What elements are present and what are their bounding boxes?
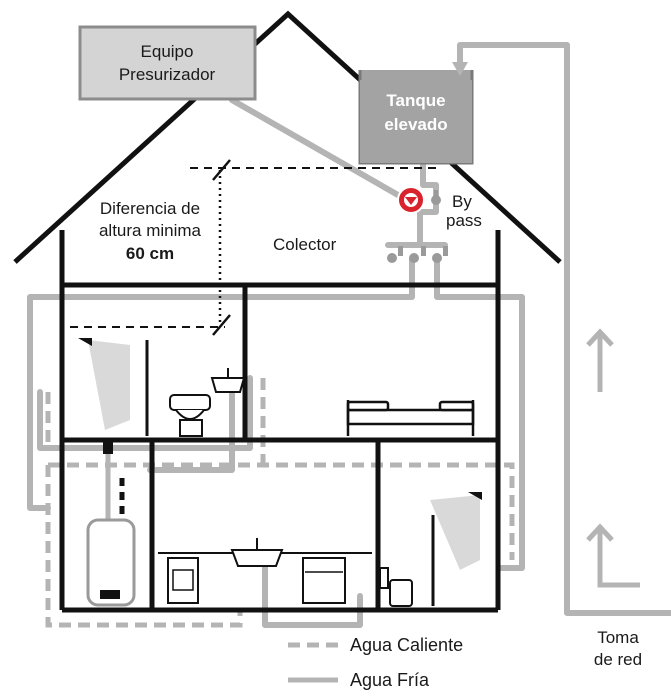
upper-tick [212, 159, 231, 181]
house-walls [13, 10, 562, 613]
elevated-tank: Tanque elevado [358, 70, 474, 165]
height-reference [70, 159, 440, 336]
bypass-label-1: By [452, 192, 472, 211]
heater-hot-loop [45, 465, 243, 628]
lower-shower [430, 492, 482, 606]
bypass-valve-icon [431, 190, 441, 205]
up-arrow-icon [586, 523, 614, 542]
collector-label: Colector [273, 235, 337, 254]
kitchen-counter [158, 552, 372, 604]
pressurizer-link-pipe [229, 97, 401, 198]
lower-tick [212, 314, 231, 336]
legend: Agua Caliente Agua Fría [288, 635, 463, 690]
pressurizer-label-2: Presurizador [119, 65, 216, 84]
tank-inlet-arrow-icon [452, 62, 468, 76]
height-label-2: altura minima [99, 221, 202, 240]
sink-supply-pipe [147, 389, 235, 473]
legend-cold-label: Agua Fría [350, 670, 430, 690]
toilet-icon [169, 394, 211, 437]
kitchen-sink-icon [230, 538, 284, 567]
tank-label-2: elevado [384, 115, 447, 134]
mains-label-1: Toma [597, 628, 639, 647]
pressurizer-label-1: Equipo [141, 42, 194, 61]
mains-supply-pipe [457, 42, 671, 616]
up-arrow-icon [586, 328, 614, 347]
collector-valves [387, 246, 448, 263]
water-heater-icon [86, 440, 136, 607]
roof-outline [13, 10, 562, 264]
pressurizer-box: Equipo Presurizador [78, 25, 257, 101]
bed-icon [346, 400, 475, 436]
bathroom-supply-pipe [37, 375, 253, 451]
check-valve-icon [397, 186, 425, 214]
collector-valve-icon [432, 253, 442, 263]
bypass-label-2: pass [446, 211, 482, 230]
flow-arrows [586, 328, 640, 588]
legend-hot-label: Agua Caliente [350, 635, 463, 655]
mains-label-2: de red [594, 650, 642, 669]
hot-pipes [45, 378, 515, 628]
collector-valve-icon [409, 253, 419, 263]
height-label-1: Diferencia de [100, 199, 200, 218]
lower-toilet-icon [379, 567, 413, 607]
ground-hot-pipe [48, 462, 515, 560]
collector-valve-icon [387, 253, 397, 263]
tank-label-1: Tanque [386, 91, 445, 110]
upper-shower [78, 338, 149, 436]
height-label-3: 60 cm [126, 244, 174, 263]
bathroom-sink-icon [210, 368, 246, 393]
